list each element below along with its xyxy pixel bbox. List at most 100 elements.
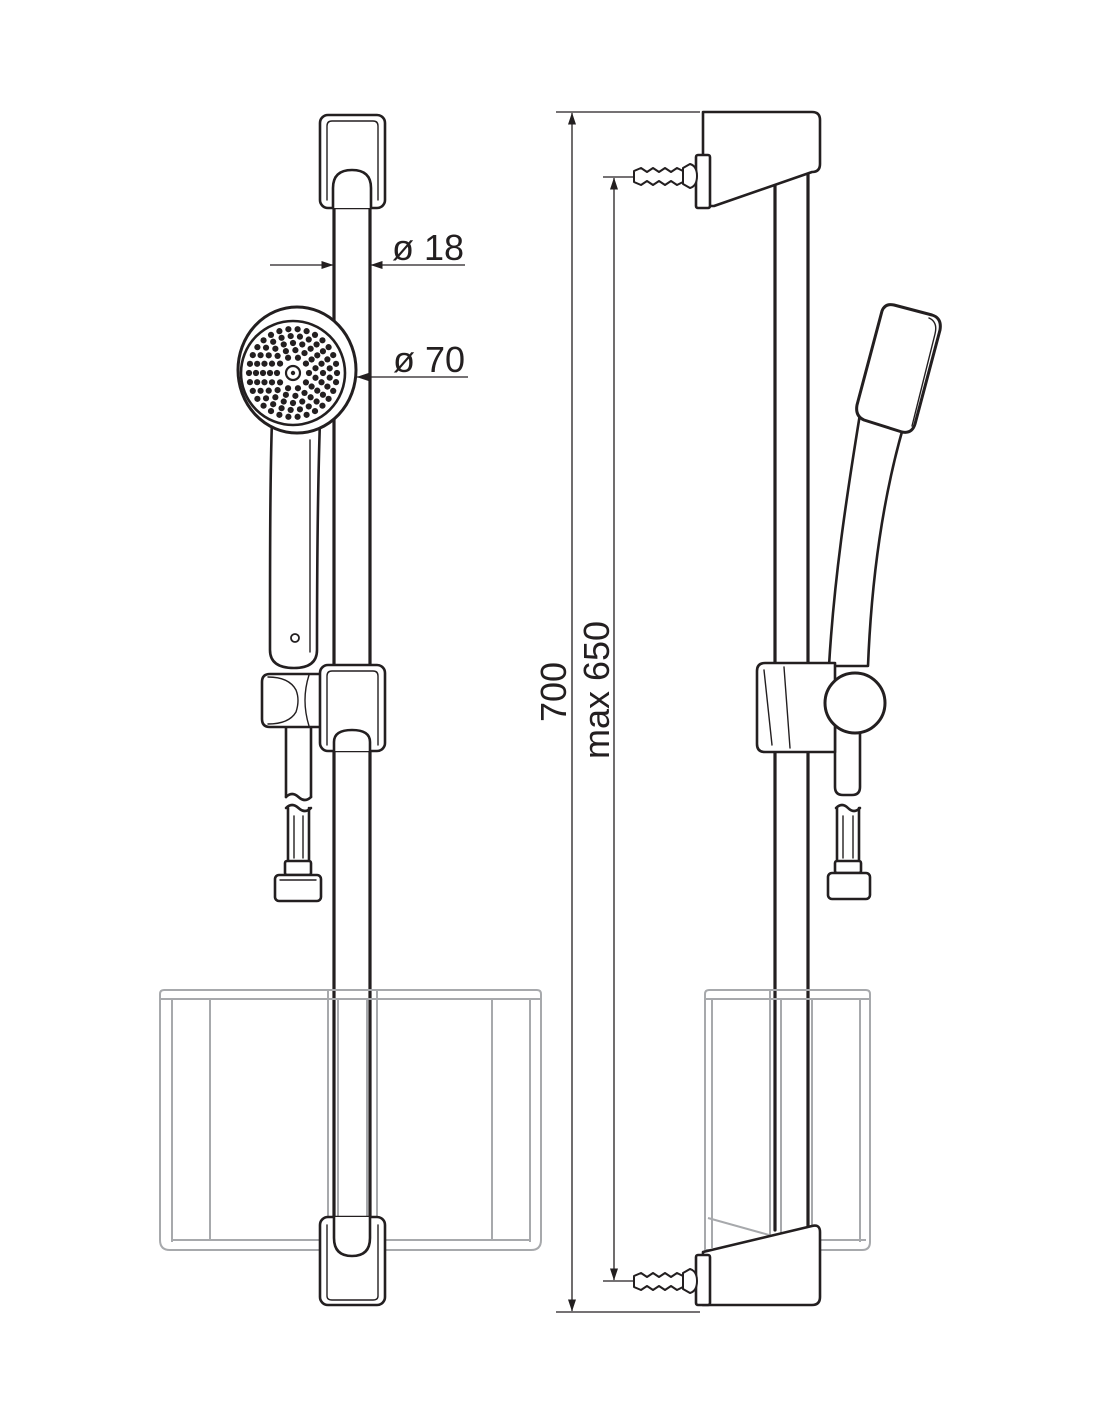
soap-dish-side-walls [711, 990, 861, 1250]
nozzle-dot [289, 399, 297, 407]
bottom-bracket-side-body [701, 1224, 822, 1307]
nozzle-dot [305, 336, 312, 343]
hose-neck [283, 859, 313, 877]
hose-stem-side [833, 728, 862, 797]
hose-break-lower [284, 803, 313, 813]
top-screw-head [682, 163, 698, 189]
top-plug-body [633, 167, 684, 186]
nozzle-dot [276, 328, 283, 335]
hose-side-ribbing [842, 815, 854, 859]
nozzle-dot [262, 395, 270, 402]
nozzle-dot [274, 352, 281, 360]
nozzle-dot [268, 379, 276, 386]
nozzle-dot [246, 379, 254, 386]
nozzle-dot [313, 398, 320, 405]
bottom-bracket-rail-socket [332, 1217, 372, 1258]
hose-side-break [834, 803, 862, 813]
nozzle-dot [280, 398, 287, 405]
hose-ribbing [293, 815, 304, 859]
nozzle-dot [260, 402, 267, 409]
hose-upper-segment [284, 725, 313, 799]
handle-front [268, 418, 322, 670]
nozzle-dot [326, 374, 333, 381]
bottom-wall-plug [633, 1268, 698, 1294]
nozzle-dot [261, 379, 268, 386]
nozzle-dot [276, 360, 284, 367]
nozzle-dot [282, 348, 289, 355]
top-bracket-inner-edge [326, 120, 379, 201]
nozzle-dot [299, 341, 306, 348]
front-view [159, 113, 542, 1307]
nozzle-dot [332, 379, 340, 386]
bottom-plug-body [633, 1272, 684, 1291]
dimension-head-diameter: ø 70 [356, 339, 468, 381]
nozzle-dot [319, 391, 327, 398]
nozzle-dot [272, 345, 279, 352]
nozzle-dot [318, 360, 325, 367]
nozzle-dot [284, 354, 292, 361]
bottom-bracket-side [694, 1224, 822, 1307]
hose-side-segment [835, 806, 861, 864]
nozzle-dot [260, 337, 267, 344]
nozzle-dot [254, 344, 261, 351]
nozzle-dot [318, 379, 325, 386]
nozzle-dot [305, 369, 313, 377]
nozzle-dot [292, 392, 299, 399]
rail-clamp-side [755, 661, 837, 754]
nozzle-dot [276, 411, 283, 418]
nozzle-dot [289, 339, 297, 347]
nozzle-dot [267, 331, 275, 338]
top-wall-plate [694, 153, 712, 210]
nozzle-dot [267, 408, 275, 415]
nozzle-dot [278, 334, 285, 341]
nozzle-dot [276, 379, 284, 386]
nozzle-dot [314, 352, 321, 359]
soap-dish-inner-walls [171, 999, 531, 1242]
nozzle-dot [278, 405, 285, 412]
handle-button [290, 633, 300, 643]
nozzle-dot [311, 331, 319, 338]
nozzle-dot [284, 385, 292, 392]
nozzle-dot [292, 347, 299, 354]
nozzle-dot [319, 369, 327, 377]
top-wall-plug [633, 163, 698, 189]
nozzle-dot [273, 369, 281, 377]
nozzle-dot [319, 402, 326, 409]
nozzle-dot [287, 332, 294, 340]
nozzle-dot [254, 379, 261, 386]
bottom-wall-plate [694, 1253, 712, 1307]
head-diameter-label: ø 70 [393, 339, 465, 380]
nozzle-dot [312, 365, 319, 372]
nozzle-dot [303, 328, 310, 335]
nozzle-dot [308, 383, 315, 390]
nozzle-dot [272, 394, 279, 401]
hose-side [826, 728, 872, 901]
nozzle-dot [266, 369, 274, 377]
rail-diameter-label: ø 18 [392, 227, 464, 268]
hand-shower-side [827, 303, 942, 668]
nozzle-dot [319, 348, 327, 355]
nozzle-dot [330, 387, 337, 394]
nozzle-dot [307, 394, 314, 401]
nozzle-dot [325, 395, 332, 402]
bracket-spacing-label: max 650 [576, 621, 617, 759]
shower-head-side [855, 303, 942, 434]
nozzle-dot [287, 406, 294, 414]
slider-knob [823, 671, 887, 735]
rail-clamp-side-edges [763, 666, 791, 749]
nozzle-dot [294, 354, 302, 361]
hose-nut [273, 873, 323, 903]
nozzle-dot [254, 395, 261, 402]
hand-shower-front [236, 305, 358, 670]
top-bracket-side [694, 110, 822, 210]
nozzle-dot [257, 387, 264, 394]
nozzle-dot [261, 360, 268, 367]
rail-clamp-opening [332, 728, 372, 751]
shower-head-face-edge [911, 317, 937, 427]
bottom-bracket-inner-edge [326, 1224, 379, 1301]
soap-dish-outline [159, 989, 542, 1251]
nozzle-dot [246, 360, 254, 367]
nozzle-dot [280, 341, 287, 348]
nozzle-dot [270, 338, 277, 345]
